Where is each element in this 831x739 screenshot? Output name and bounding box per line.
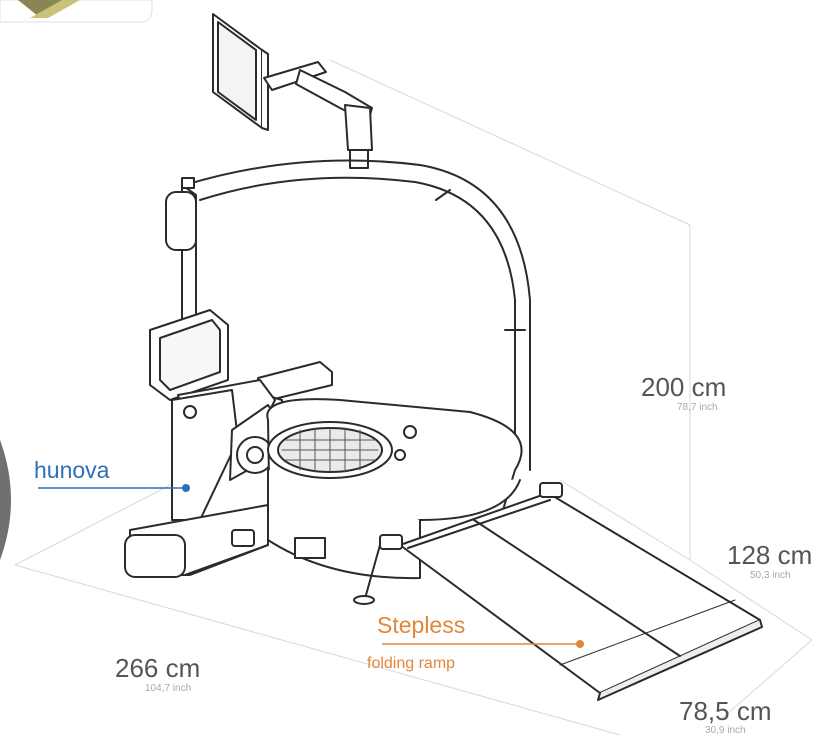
callouts	[38, 484, 584, 648]
width-metric: 78,5 cm	[679, 696, 772, 726]
length-imperial: 104,7 inch	[145, 683, 192, 694]
height-imperial: 78,7 inch	[677, 402, 718, 413]
depth-imperial: 50,3 inch	[750, 570, 791, 581]
monitor	[212, 13, 269, 131]
arch	[184, 159, 531, 471]
length-metric: 266 cm	[115, 653, 201, 683]
monitor-arm	[263, 61, 373, 169]
bounding-guides	[14, 59, 813, 736]
height-metric: 200 cm	[641, 372, 727, 402]
depth-metric: 128 cm	[727, 540, 813, 570]
hip-actuator	[171, 389, 283, 521]
base-unit	[124, 504, 326, 578]
folding-ramp-label: folding ramp	[367, 655, 456, 672]
thumbnail-corner	[0, 0, 153, 23]
support-leg	[353, 544, 381, 605]
width-imperial: 30,9 inch	[705, 725, 746, 736]
stepless-label: Stepless	[377, 612, 466, 638]
left-disc-edge	[0, 440, 11, 560]
hunova-label: hunova	[34, 457, 110, 483]
folding-ramp	[379, 482, 763, 701]
platform-grid	[281, 427, 379, 473]
